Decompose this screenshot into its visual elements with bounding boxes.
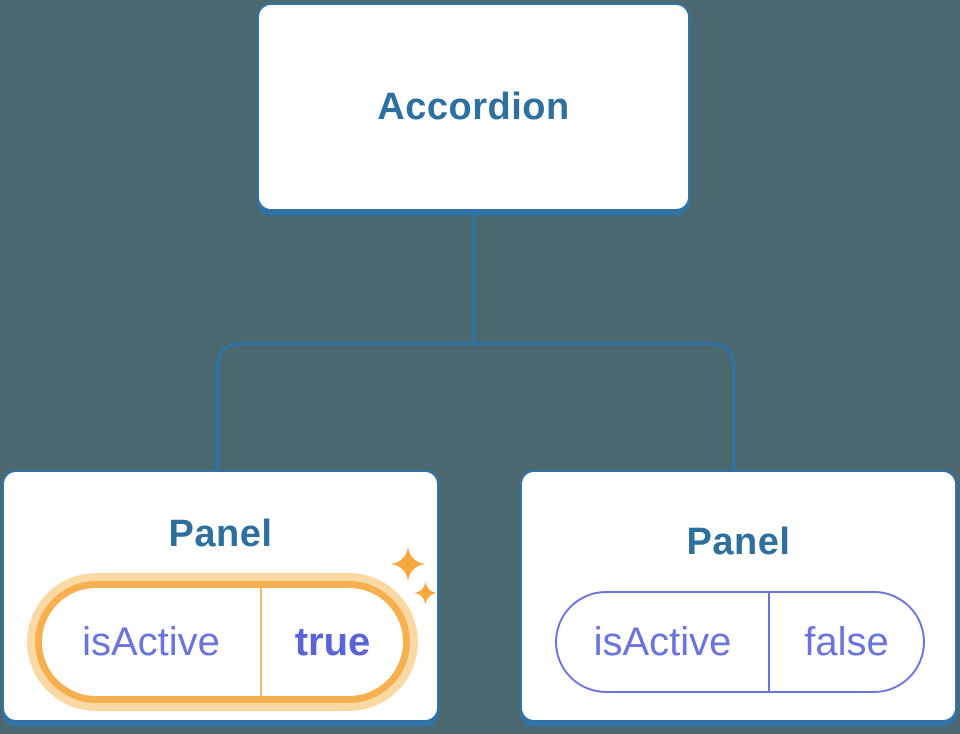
state-name-label: isActive (42, 588, 262, 696)
sparkle-small (414, 581, 437, 605)
accordion-node: Accordion (257, 3, 690, 211)
connector-branch (215, 342, 736, 472)
panel-title: Panel (168, 513, 273, 555)
state-pill-inactive: isActive false (555, 591, 925, 693)
accordion-label: Accordion (377, 85, 570, 128)
panel-node-inactive: Panel isActive false (520, 470, 957, 722)
state-name-label: isActive (557, 593, 770, 691)
panel-title: Panel (686, 521, 791, 563)
state-pill-active: isActive true (35, 581, 410, 703)
sparkles-icon (391, 547, 437, 605)
sparkle-large (391, 547, 425, 581)
state-value-label: true (294, 619, 371, 664)
panel-node-active: Panel isActive true (2, 470, 439, 722)
state-value-label: false (804, 619, 889, 664)
